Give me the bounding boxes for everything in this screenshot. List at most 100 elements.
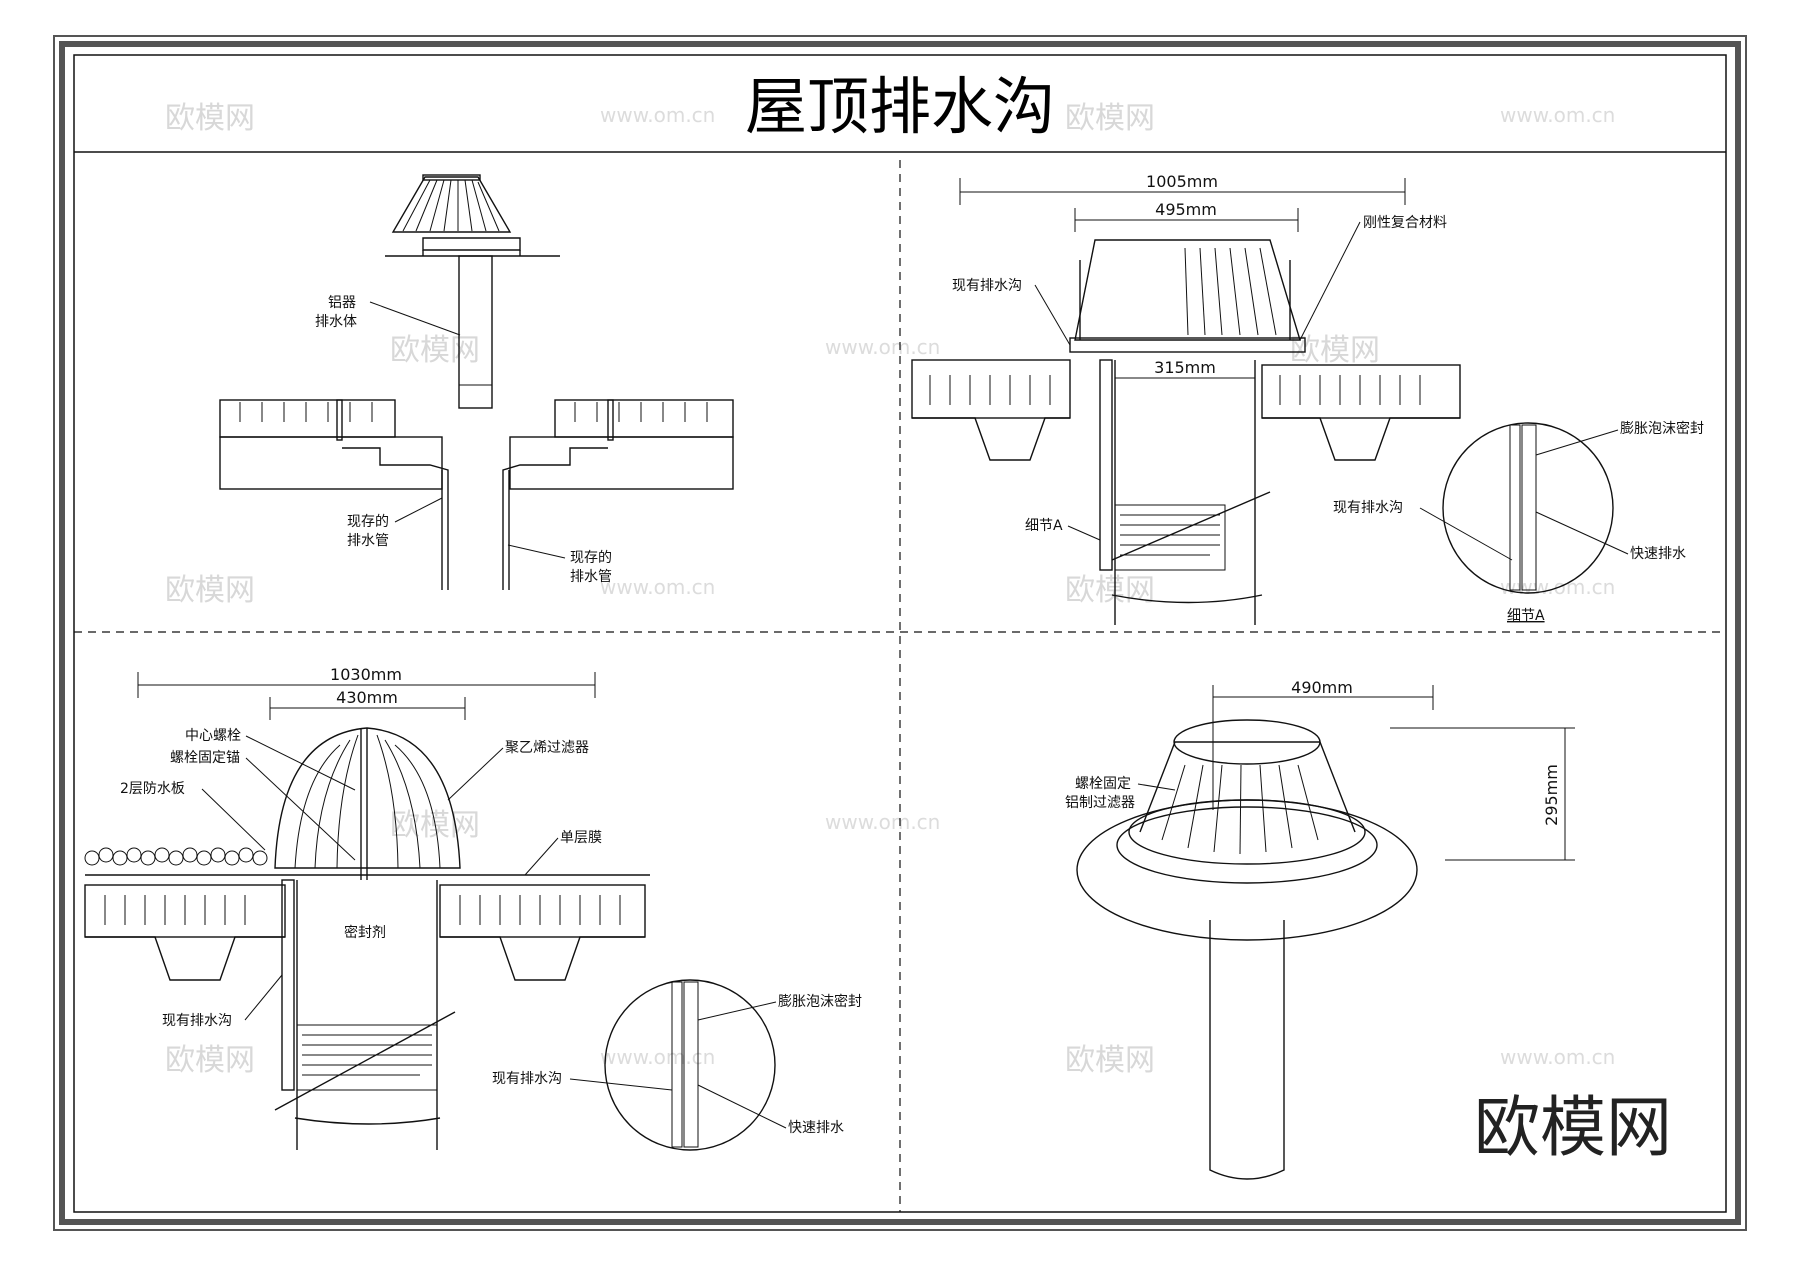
foam-seal <box>296 1024 438 1091</box>
leader-filter <box>1137 783 1176 791</box>
leader-detail-a <box>1067 525 1101 541</box>
label-pipe-right-a: 现存的 <box>570 550 612 566</box>
dim-inner: 430mm <box>336 688 398 707</box>
label-filter: 聚乙烯过滤器 <box>505 740 589 756</box>
insulation-right <box>1261 364 1461 419</box>
label-gutter2: 现有排水沟 <box>1333 500 1403 516</box>
deck-profile-right <box>1262 417 1460 461</box>
leader-membrane <box>524 837 559 876</box>
label-drain-body-a: 铝器 <box>328 295 356 311</box>
clamp-lower <box>294 1117 441 1125</box>
watermark-url: www.om.cn <box>1500 1045 1615 1069</box>
label-membrane: 单层膜 <box>560 830 602 846</box>
watermark-url: www.om.cn <box>600 1045 715 1069</box>
strainer-top <box>1173 719 1321 765</box>
label-rigid: 刚性复合材料 <box>1363 214 1447 231</box>
detail-a-foam <box>1521 424 1537 591</box>
panel-bottom-left: 1030mm 430mm <box>84 665 862 1151</box>
label-pipe-right-b: 排水管 <box>570 569 612 585</box>
watermark-url: www.om.cn <box>825 810 940 834</box>
strainer-cap <box>422 174 481 181</box>
outlet-pipe <box>1209 920 1285 1180</box>
dim-pipe: 315mm <box>1154 358 1216 377</box>
leader-gutter2 <box>1419 507 1513 561</box>
drain-body <box>458 255 493 409</box>
label-detail-caption: 细节A <box>1507 608 1545 624</box>
watermark-brand: 欧模网 <box>1065 1043 1155 1078</box>
watermarks: 欧模网 www.om.cn 欧模网 www.om.cn 欧模网 www.om.c… <box>165 101 1615 1078</box>
insulation-right <box>439 884 646 938</box>
leader-gutter <box>244 974 283 1021</box>
concrete-deck-right <box>509 436 734 490</box>
label-bolt: 中心螺栓 <box>185 728 241 744</box>
watermark-url: www.om.cn <box>600 575 715 599</box>
detail-foam <box>683 981 699 1148</box>
watermark-url: www.om.cn <box>825 335 940 359</box>
watermark-brand: 欧模网 <box>165 573 255 608</box>
page-title: 屋顶排水沟 <box>745 70 1055 143</box>
label-sealant: 密封剂 <box>344 924 386 941</box>
leader-fast <box>1535 511 1629 555</box>
deck-profile-left <box>85 936 285 981</box>
gutter-lining-left <box>342 447 449 590</box>
label-anchor: 螺栓固定锚 <box>170 750 240 766</box>
leader-gutter2 <box>569 1078 673 1091</box>
label-gutter: 现有排水沟 <box>162 1013 232 1029</box>
detail-a-circle <box>1442 422 1614 594</box>
strainer-base <box>422 237 521 251</box>
label-foam: 膨胀泡沫密封 <box>1620 420 1704 437</box>
leader-anchor <box>245 757 356 861</box>
detail-wall <box>671 981 683 1148</box>
watermark-url: www.om.cn <box>1500 103 1615 127</box>
foam-seal <box>1114 504 1226 571</box>
strainer-dome <box>391 176 512 233</box>
detail-a-wall <box>1509 424 1521 591</box>
leader-fast <box>697 1084 787 1129</box>
label-pipe-left-b: 排水管 <box>347 533 389 549</box>
label-gutter2: 现有排水沟 <box>492 1071 562 1087</box>
leader-gutter <box>1034 284 1071 346</box>
clamp-band <box>1111 491 1271 561</box>
fastener-right <box>607 399 614 441</box>
watermark-brand: 欧模网 <box>165 101 255 136</box>
leader-pipe-left <box>394 497 443 523</box>
brand-mark: 欧模网 <box>1474 1089 1672 1166</box>
watermark-brand: 欧模网 <box>390 333 480 368</box>
concrete-deck-left <box>219 436 443 490</box>
dim-outer: 1005mm <box>1146 172 1218 191</box>
gutter-wall <box>281 879 295 1091</box>
clamp-lower <box>1111 594 1263 604</box>
watermark-brand: 欧模网 <box>1065 101 1155 136</box>
deck-profile-left <box>912 417 1070 461</box>
leader-drain-body <box>369 301 461 336</box>
dim-outer: 1030mm <box>330 665 402 684</box>
leader-rigid <box>1299 221 1361 341</box>
insulation-right <box>554 399 734 438</box>
panel-top-left: 铝器 排水体 现存的 排水管 现存的 排水管 <box>219 174 734 590</box>
strainer-ribs <box>402 179 500 232</box>
leader-filter <box>447 747 504 801</box>
label-fast: 快速排水 <box>1630 546 1686 562</box>
label-foam: 膨胀泡沫密封 <box>778 993 862 1010</box>
dim-width: 490mm <box>1291 678 1353 697</box>
insulation-left <box>911 359 1071 419</box>
flange-disc <box>1076 799 1418 941</box>
leader-bolt <box>245 735 356 791</box>
deck-profile-right <box>440 936 645 981</box>
gravel <box>84 847 268 866</box>
leader-foam <box>1535 429 1619 456</box>
label-drain-body-b: 排水体 <box>315 314 357 330</box>
label-board: 2层防水板 <box>120 781 185 797</box>
leader-board <box>201 788 266 851</box>
detail-circle <box>604 979 776 1151</box>
frame-border <box>59 41 1741 1225</box>
label-pipe-left-a: 现存的 <box>347 514 389 530</box>
label-filter-b: 铝制过滤器 <box>1065 795 1135 811</box>
watermark-brand: 欧模网 <box>1065 573 1155 608</box>
watermark-brand: 欧模网 <box>165 1043 255 1078</box>
leader-foam <box>697 1001 777 1021</box>
label-fast: 快速排水 <box>788 1120 844 1136</box>
panel-top-right: 1005mm 495mm <box>911 172 1704 625</box>
strainer-ring <box>1116 806 1378 884</box>
